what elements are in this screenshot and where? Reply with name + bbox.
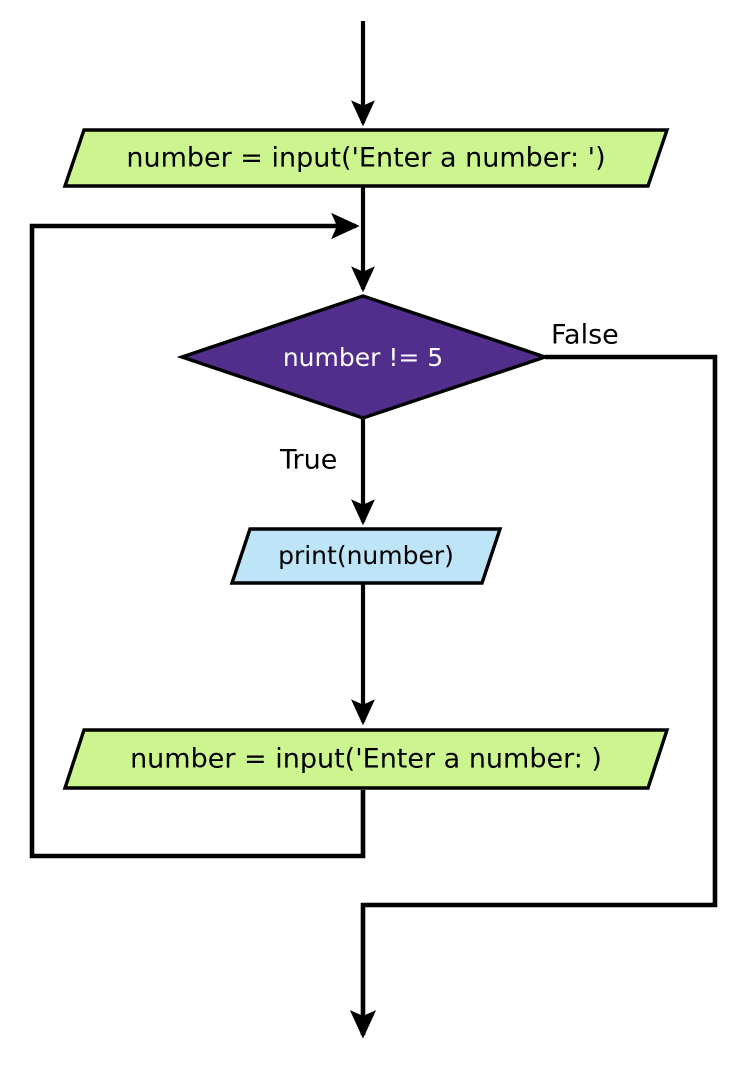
decision-shape — [176, 294, 551, 420]
edge-label-true: True — [279, 445, 337, 476]
input-first-shape — [62, 128, 670, 188]
print-label: print(number) — [278, 541, 454, 570]
input-second-label: number = input('Enter a number: ) — [130, 744, 602, 775]
node-decision[interactable]: number != 5 — [176, 294, 551, 420]
node-input-second[interactable]: number = input('Enter a number: ) — [62, 728, 670, 790]
edge-label-false: False — [551, 320, 619, 351]
print-shape — [229, 527, 503, 585]
node-input-first[interactable]: number = input('Enter a number: ') — [62, 128, 670, 188]
input-first-label: number = input('Enter a number: ') — [126, 143, 605, 174]
edge-loop-back — [29, 212, 366, 859]
input-second-shape — [62, 728, 670, 790]
edge-false-branch — [349, 354, 718, 1039]
decision-label: number != 5 — [283, 343, 443, 372]
node-print[interactable]: print(number) — [229, 527, 503, 585]
